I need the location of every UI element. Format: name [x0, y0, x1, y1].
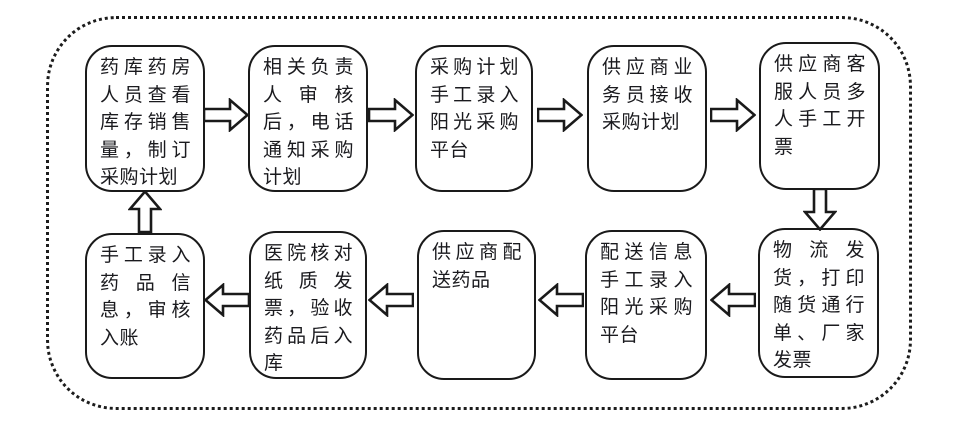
arrow-right-icon	[203, 98, 249, 132]
flow-step-1: 药库药房人员查看库存销售量，制订采购计划	[85, 45, 205, 192]
arrow-down-icon	[803, 188, 837, 231]
arrow-left-icon	[710, 283, 756, 317]
arrow-left-icon	[204, 283, 250, 317]
flow-step-7: 配送信息手工录入阳光采购平台	[585, 230, 707, 380]
diagram-dotted-border	[46, 16, 912, 410]
arrow-right-icon	[710, 98, 756, 132]
flow-step-9: 医院核对纸质发票，验收药品后入库	[249, 231, 367, 379]
arrow-right-icon	[537, 98, 583, 132]
arrow-up-icon	[128, 190, 162, 233]
flow-step-10: 手工录入药品信息，审核入账	[85, 233, 205, 379]
flow-step-3: 采购计划手工录入阳光采购平台	[415, 45, 533, 192]
flow-step-4: 供应商业务员接收采购计划	[587, 45, 707, 192]
arrow-right-icon	[368, 98, 414, 132]
flow-step-5: 供应商客服人员多人手工开票	[759, 42, 880, 190]
arrow-left-icon	[368, 283, 414, 317]
flow-step-2: 相关负责人审核后，电话通知采购计划	[248, 45, 368, 192]
flow-step-8: 供应商配送药品	[417, 230, 536, 380]
flow-step-6: 物流发货，打印随货通行单、厂家发票	[758, 228, 879, 378]
arrow-left-icon	[538, 283, 584, 317]
